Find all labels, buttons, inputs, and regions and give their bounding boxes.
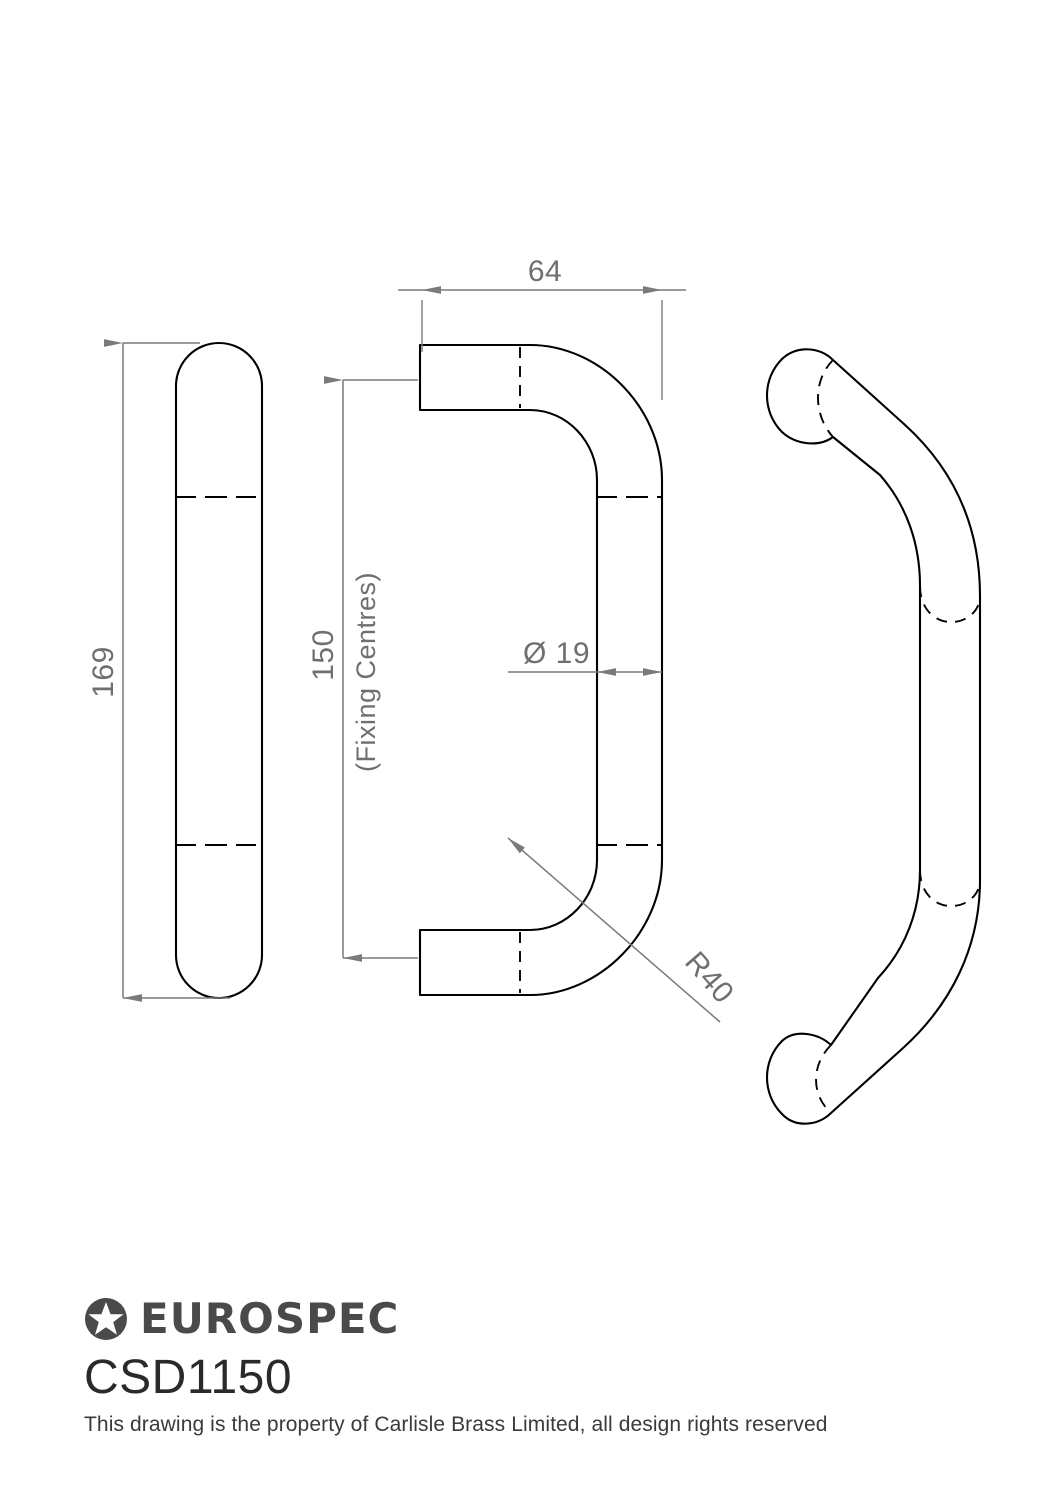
footer-block: EUROSPEC CSD1150 This drawing is the pro…: [84, 1296, 984, 1437]
side-view-group: [174, 342, 264, 999]
dimension-169-label: 169: [87, 646, 120, 698]
dimension-169: 169: [87, 339, 230, 1002]
dimension-diameter-19-label: Ø 19: [523, 637, 590, 670]
dimension-diameter-19: Ø 19: [508, 637, 662, 676]
side-view-profile: [174, 342, 264, 999]
front-view-break-lines: [597, 496, 662, 846]
iso-upper-bottom-edge: [780, 430, 882, 477]
iso-lower-bend-inner: [876, 868, 922, 980]
dimension-radius-40-label: R40: [678, 946, 740, 1010]
front-view-upper-rose: [418, 343, 532, 412]
iso-upper-bend-outer: [902, 422, 982, 598]
dimension-64-label: 64: [528, 255, 562, 288]
iso-lower-top-edge: [780, 976, 880, 1047]
product-code: CSD1150: [84, 1351, 293, 1404]
iso-lower-bottom-edge: [780, 1047, 904, 1125]
dimension-150-label: 150: [307, 629, 340, 681]
side-view-break-lines: [176, 496, 262, 846]
isometric-view-group: [765, 348, 982, 1125]
dimension-150-note: (Fixing Centres): [351, 572, 381, 772]
iso-upper-end-cap: [765, 357, 784, 434]
front-view-lower-bend-outer: [528, 858, 664, 997]
iso-upper-top-edge: [780, 348, 906, 426]
front-view-lower-bend-inner: [528, 858, 599, 932]
iso-lower-end-cap: [765, 1039, 784, 1116]
iso-lower-hidden-seam: [815, 1044, 832, 1114]
brand-wordmark: EUROSPEC: [140, 1294, 400, 1343]
iso-grip-hidden-seam-lower: [919, 869, 981, 907]
dimension-64: 64: [398, 255, 686, 400]
iso-grip-hidden-seam-upper: [919, 585, 981, 623]
iso-upper-hidden-seam: [817, 359, 834, 438]
brand-row: EUROSPEC: [84, 1296, 984, 1342]
front-view-lower-rose: [418, 928, 532, 997]
front-view-upper-bend-inner: [528, 408, 599, 482]
star-in-circle-icon: [84, 1297, 128, 1341]
dimension-150: 150 (Fixing Centres): [307, 376, 418, 962]
rights-notice: This drawing is the property of Carlisle…: [84, 1412, 828, 1436]
iso-lower-bend-outer: [900, 878, 982, 1051]
front-view-upper-bend-outer: [528, 343, 664, 482]
iso-upper-bend-inner: [878, 473, 922, 588]
front-view-group: [418, 343, 664, 997]
